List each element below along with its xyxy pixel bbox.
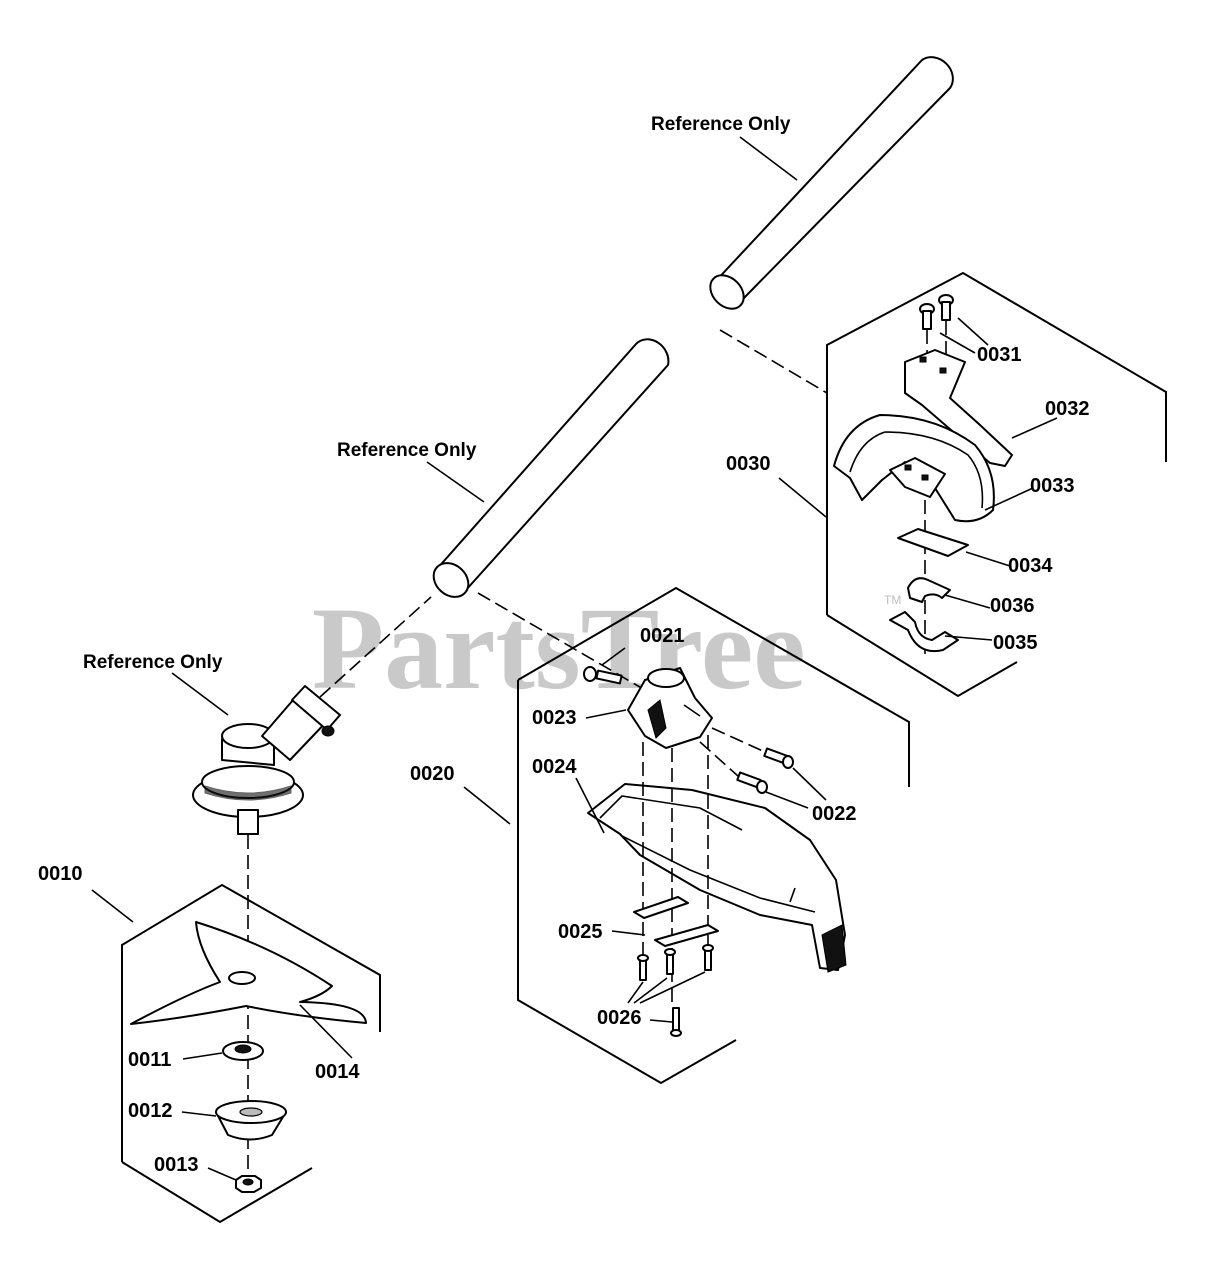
part-0021-screw [583,666,623,685]
callout-0026: 0026 [597,1007,642,1029]
callout-0012-leader [181,1111,217,1117]
callout-0030-leader [778,477,827,518]
shaft-centerline-upper [719,329,828,394]
part-0025-plates [633,896,719,947]
part-0023-clamp [627,667,713,749]
callout-0022: 0022 [812,803,857,825]
callout-0013: 0013 [154,1154,199,1176]
callout-0020-leader [463,786,511,825]
callout-0026-leader-d [649,1019,673,1023]
callout-0031-leader-a [939,332,976,354]
callout-0031-leader-b [957,317,989,346]
shaft-centerline-lower [319,596,432,698]
screw-axis-0022a [711,727,766,753]
callout-0034-leader [965,551,1011,567]
watermark-text: PartsTree [312,583,806,714]
callout-0024: 0024 [532,756,577,778]
group-0010-box [121,883,381,1224]
part-0034-pad [897,528,969,557]
callout-0034: 0034 [1008,555,1053,577]
group-0020-box [517,586,910,1085]
gearhead-label: Reference Only [83,652,223,673]
callout-0036: 0036 [990,595,1035,617]
callout-0020: 0020 [410,763,455,785]
callout-0030: 0030 [726,453,771,475]
upper-tube-leader [739,136,798,181]
middle-tube-leader [426,461,485,503]
part-0024-guard [587,783,847,973]
callout-0024-leader [575,777,605,834]
callout-0013-leader [207,1167,237,1181]
callout-0023-leader [585,709,627,719]
callout-0014: 0014 [315,1061,360,1083]
callout-0033: 0033 [1030,475,1075,497]
part-0031-bolts [919,294,954,330]
callout-0010-leader [91,889,134,923]
callout-0026-leader-c [639,971,706,1004]
part-0035-clamp [889,611,959,652]
callout-0022-leader-b [765,791,809,809]
callout-0036-leader [944,594,991,609]
callout-0021-leader [601,647,626,666]
callout-0032-leader [1011,417,1058,439]
part-0036-spacer [907,577,951,603]
part-0033-handle-loop [833,414,995,523]
callout-0010: 0010 [38,863,83,885]
callout-0023: 0023 [532,707,577,729]
callout-0032: 0032 [1045,398,1090,420]
part-0032-handle [904,349,1013,467]
callout-0025-leader [611,930,646,936]
callout-0012: 0012 [128,1100,173,1122]
gearhead-assembly [192,685,341,835]
upper-shaft-tube [709,56,954,310]
upper-tube-label: Reference Only [651,114,791,135]
callout-0011: 0011 [128,1049,171,1071]
part-0012-cup-washer [215,1100,287,1141]
watermark-trademark: TM [884,593,901,607]
part-0014-blade [130,921,367,1025]
part-0022-screws [736,747,794,794]
part-0011-washer [222,1041,264,1061]
part-0026-screws [637,944,714,1037]
group-0030-box [826,271,1167,698]
callout-0031: 0031 [977,344,1022,366]
callout-0022-leader-a [792,767,827,801]
callout-0035-leader [944,635,993,641]
screw-axis-0022b [699,741,739,777]
middle-tube-label: Reference Only [337,440,477,461]
callout-0035: 0035 [993,632,1038,654]
callout-0025: 0025 [558,921,603,943]
watermark: PartsTree TM [312,583,901,714]
callout-0026-leader-a [627,981,644,1004]
callout-0033-leader [984,487,1034,511]
callout-0014-leader [299,1004,353,1059]
part-0013-nut [235,1175,262,1193]
callout-0021: 0021 [640,625,685,647]
middle-shaft-tube [426,338,670,598]
callout-0011-leader [182,1052,223,1060]
gearhead-leader [171,672,229,716]
callout-0026-leader-b [633,977,668,1004]
